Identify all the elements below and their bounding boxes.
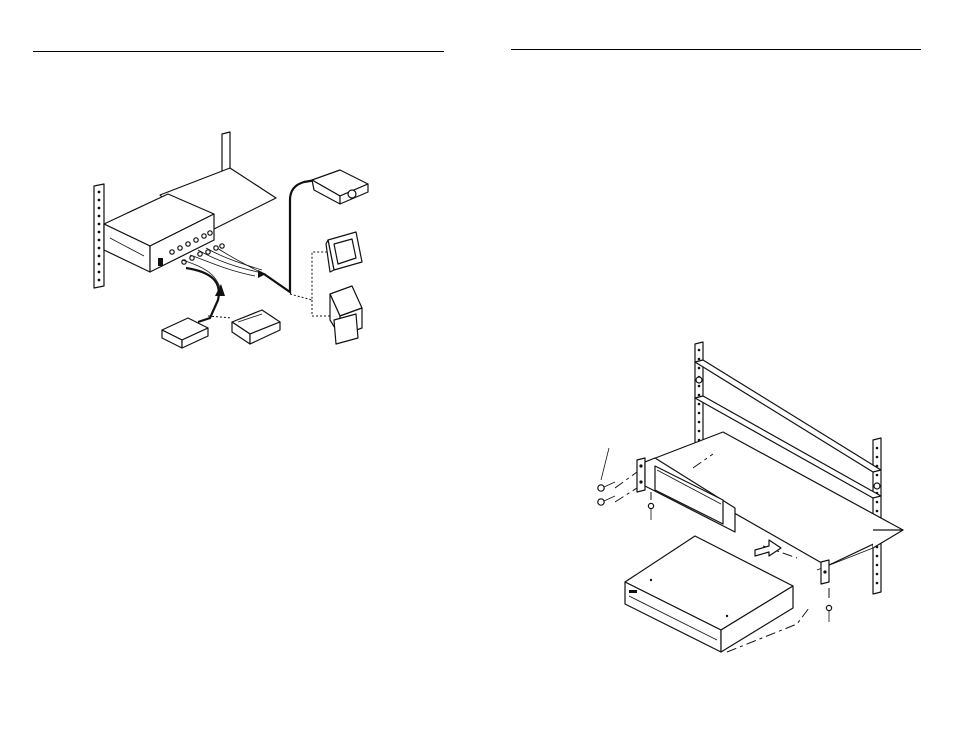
rail-hole	[698, 412, 701, 415]
callout-line	[601, 448, 609, 480]
bnc-connector	[220, 244, 224, 248]
system-setup-figure	[0, 0, 477, 737]
bnc-connector	[202, 234, 206, 238]
display-stand-icon	[330, 286, 362, 344]
rail-hole	[876, 573, 879, 576]
rail-hole	[98, 215, 101, 218]
rail-hole	[698, 349, 701, 352]
rail-hole	[98, 191, 101, 194]
rail-hole	[98, 279, 101, 282]
rail-hole	[98, 207, 101, 210]
switcher-box	[625, 536, 793, 652]
rack-mount-figure	[477, 0, 954, 737]
rail-hole	[698, 385, 701, 388]
bnc-connector	[186, 242, 190, 246]
rail-hole	[698, 430, 701, 433]
rack-rail-back	[222, 132, 230, 172]
bnc-connector	[208, 231, 212, 235]
bnc-connector	[214, 246, 218, 250]
rail-hole	[876, 501, 879, 504]
rail-hole	[876, 447, 879, 450]
source-cable	[182, 260, 225, 322]
rail-hole	[876, 456, 879, 459]
projector-icon	[312, 170, 368, 204]
rail-hole	[698, 394, 701, 397]
tuner-icon	[232, 310, 280, 344]
rack-rail-left	[94, 184, 104, 288]
rail-hole	[698, 403, 701, 406]
rail-hole	[698, 367, 701, 370]
rail-hole	[98, 247, 101, 250]
rail-hole	[698, 421, 701, 424]
rail-hole	[876, 474, 879, 477]
monitor-icon	[326, 232, 362, 272]
rail-hole	[876, 564, 879, 567]
bnc-connector	[194, 238, 198, 242]
arrow-icon	[755, 540, 781, 556]
bnc-connector	[178, 246, 182, 250]
rail-hole	[98, 199, 101, 202]
mounting-ear-right	[821, 560, 829, 584]
monitor-link	[290, 252, 328, 300]
rail-hole	[876, 510, 879, 513]
rail-hole	[876, 555, 879, 558]
rail-hole	[698, 358, 701, 361]
rail-hole	[98, 223, 101, 226]
rail-hole	[98, 271, 101, 274]
video-player-icon	[162, 318, 208, 348]
bnc-connector	[198, 252, 202, 256]
right-page	[477, 0, 954, 737]
left-page	[0, 0, 477, 737]
rail-hole	[98, 255, 101, 258]
rail-hole	[98, 239, 101, 242]
rail-hole	[98, 231, 101, 234]
mounting-ear-left	[637, 458, 645, 492]
bnc-connector	[190, 256, 194, 260]
rail-hole	[876, 582, 879, 585]
bnc-connector	[206, 250, 210, 254]
bnc-connector	[170, 250, 174, 254]
rail-hole	[98, 263, 101, 266]
